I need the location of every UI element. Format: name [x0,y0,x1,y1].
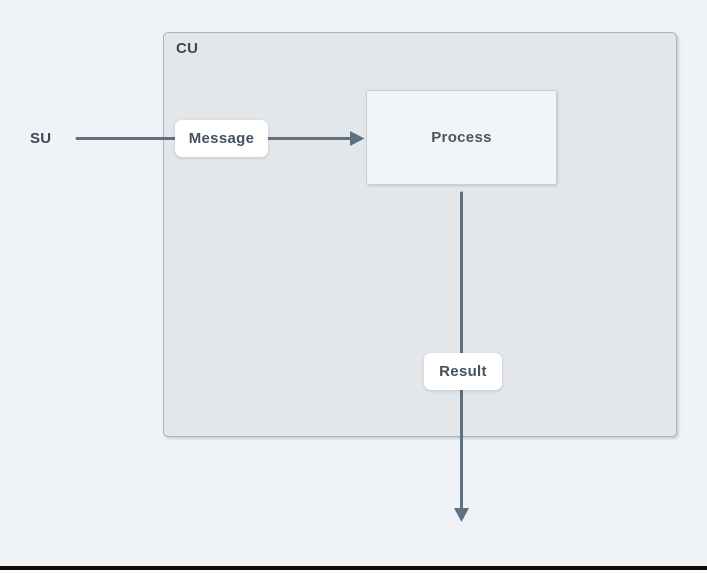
process-node-label: Process [431,129,492,146]
window-bottom-edge [0,566,707,570]
result-arrowhead-icon [454,508,469,522]
process-node: Process [366,90,557,185]
actor-label-su: SU [30,130,52,147]
cu-container-label: CU [176,40,199,57]
message-edge-label: Message [175,120,268,157]
result-edge-label: Result [424,353,502,390]
window-bottom-strip [0,570,707,573]
